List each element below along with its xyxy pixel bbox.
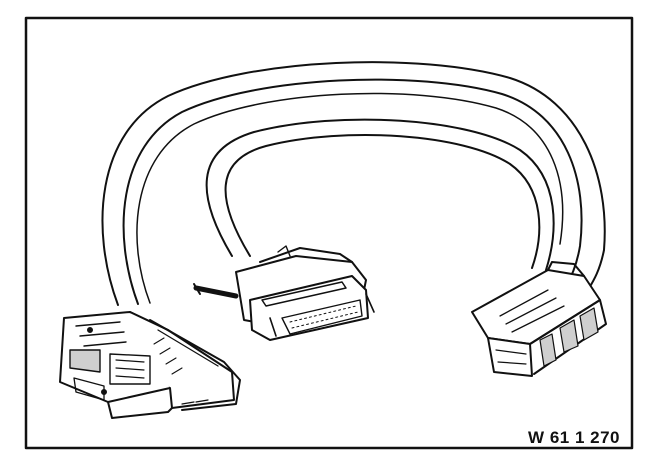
outer-cable	[101, 61, 606, 306]
left-connector	[59, 311, 241, 419]
inner-cable	[205, 118, 555, 271]
figure-frame	[24, 16, 634, 450]
middle-connector	[193, 245, 375, 341]
right-connector	[471, 261, 607, 377]
figure-label: W 61 1 270	[528, 428, 620, 447]
